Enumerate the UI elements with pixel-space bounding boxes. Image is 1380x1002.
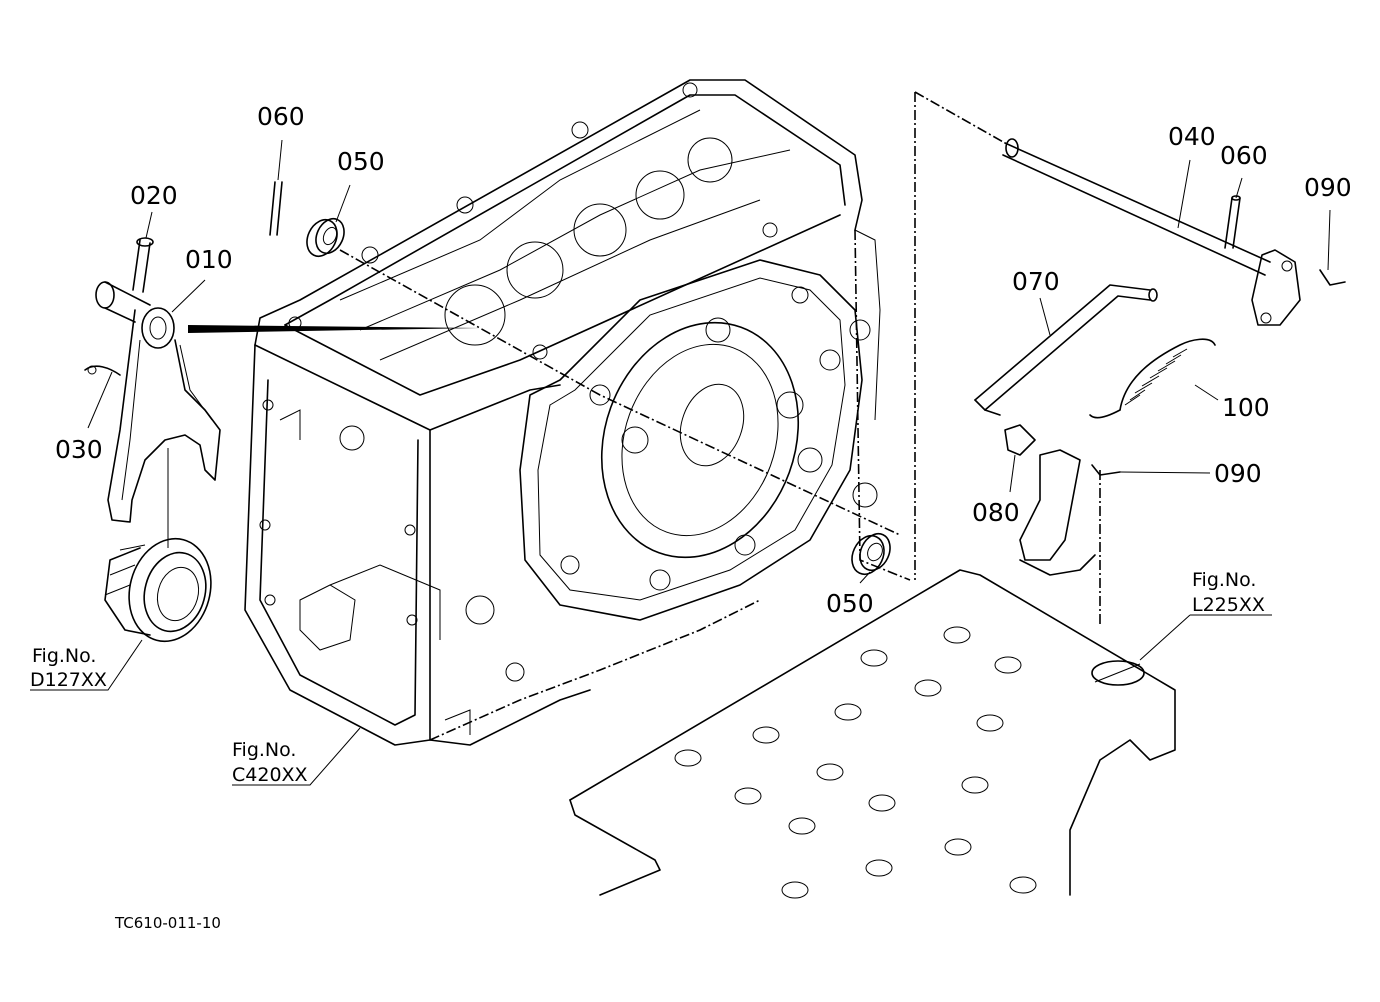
part-labels: 010 020 030 040 050 050 060 060 070 080 … [55, 102, 1352, 618]
part-label-090-mid: 090 [1214, 459, 1262, 488]
ref-d127-title: Fig.No. [32, 645, 96, 667]
linkage-drawing [974, 269, 1346, 625]
part-label-010: 010 [185, 245, 233, 274]
drawing-code: TC610-011-10 [114, 914, 221, 932]
figure-references: Fig.No. D127XX Fig.No. C420XX Fig.No. L2… [30, 569, 1265, 786]
ref-l225-title: Fig.No. [1192, 569, 1256, 591]
seal-drawings [269, 181, 1241, 576]
assembly-lines [188, 249, 901, 536]
shaft-drawing [914, 91, 1301, 580]
part-label-030: 030 [55, 435, 103, 464]
part-label-060-right: 060 [1220, 141, 1268, 170]
floor-plate-holes [674, 626, 1037, 899]
floor-plate-drawing [569, 569, 1176, 899]
spring [1089, 338, 1216, 419]
ref-d127-code: D127XX [30, 669, 107, 691]
leader-lines [30, 139, 1331, 786]
part-label-050-upper: 050 [337, 147, 385, 176]
part-label-060-left: 060 [257, 102, 305, 131]
part-label-100: 100 [1222, 393, 1270, 422]
part-label-090-top: 090 [1304, 173, 1352, 202]
part-label-020: 020 [130, 181, 178, 210]
ref-c420-code: C420XX [232, 764, 308, 786]
release-bearing-drawing [104, 537, 212, 643]
part-label-070: 070 [1012, 267, 1060, 296]
part-label-080: 080 [972, 498, 1020, 527]
shift-fork-drawing [84, 237, 221, 523]
ref-c420-title: Fig.No. [232, 739, 296, 761]
ref-l225-code: L225XX [1192, 594, 1265, 616]
part-label-040: 040 [1168, 122, 1216, 151]
transmission-case-drawing [244, 79, 911, 746]
part-label-050-lower: 050 [826, 589, 874, 618]
